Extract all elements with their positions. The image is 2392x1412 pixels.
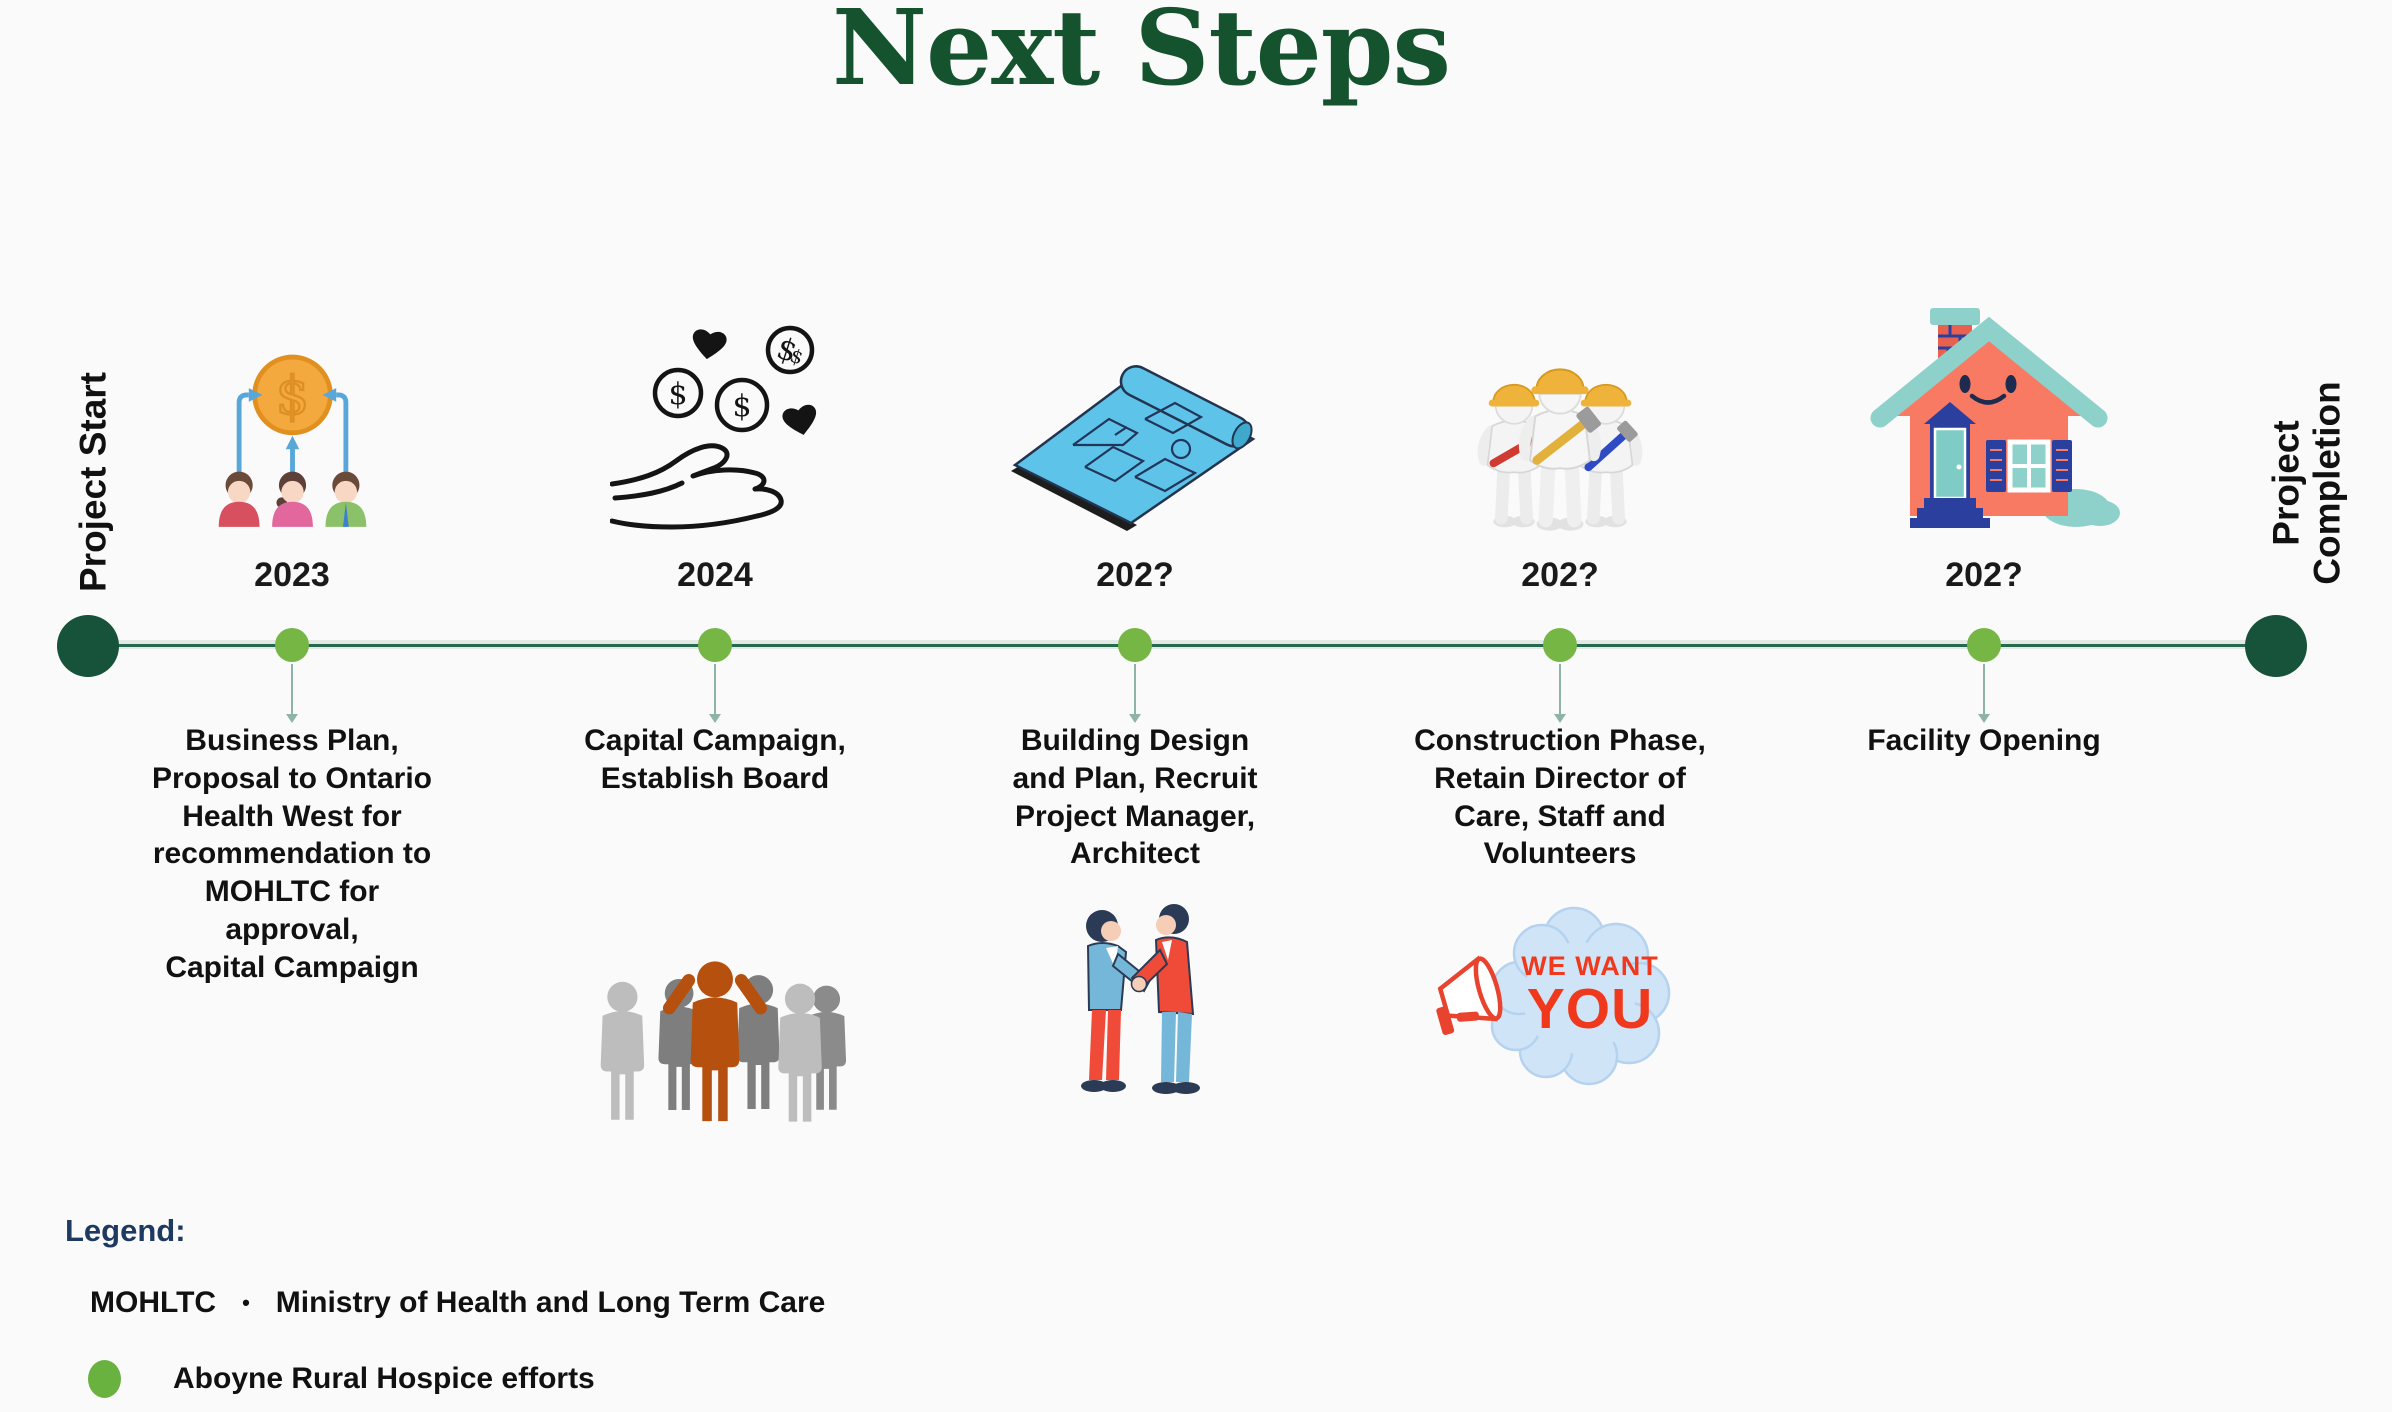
year-label: 2023 — [254, 556, 330, 594]
milestone-icon-box — [975, 292, 1295, 532]
blueprint-icon — [1011, 365, 1256, 531]
legend-entry-mohltc: MOHLTC • Ministry of Health and Long Ter… — [90, 1286, 825, 1320]
bullet-separator: • — [242, 1290, 250, 1315]
year-label: 202? — [1945, 556, 2023, 594]
team-silhouettes-illustration — [565, 910, 865, 1137]
milestone-dot-construction — [1543, 628, 1577, 662]
svg-text:$: $ — [668, 377, 687, 412]
project-completion-label: Project Completion — [2265, 381, 2348, 585]
timeline-start-node — [57, 615, 119, 677]
milestone-icon-box — [1824, 292, 2144, 532]
project-start-label: Project Start — [72, 371, 114, 593]
arrow-down-icon — [286, 664, 298, 723]
funding-icon: $ — [218, 354, 366, 527]
svg-text:$: $ — [732, 389, 751, 424]
donation-hand-icon: $ $ $ $ — [610, 325, 817, 530]
handshake-illustration — [1068, 898, 1213, 1115]
timeline-end-node — [2245, 615, 2307, 677]
milestone-description: Business Plan, Proposal to Ontario Healt… — [151, 724, 433, 984]
milestone-dot-design — [1118, 628, 1152, 662]
arrow-down-icon — [1129, 664, 1141, 723]
arrow-down-icon — [709, 664, 721, 723]
milestone-description: Construction Phase, Retain Director of C… — [1414, 724, 1706, 871]
arrow-down-icon — [1978, 664, 1990, 723]
milestone-description: Capital Campaign, Establish Board — [584, 724, 846, 795]
milestone-icon-box — [1400, 292, 1720, 532]
legend-title: Legend: — [65, 1213, 186, 1248]
timeline-line — [88, 644, 2276, 647]
milestone-dot-2024 — [698, 628, 732, 662]
milestone-dot-opening — [1967, 628, 2001, 662]
milestone-icon-box: $ $ $ $ — [555, 292, 875, 532]
year-label: 202? — [1096, 556, 1174, 594]
callout-text: WE WANT YOU — [1510, 951, 1670, 1041]
green-dot-marker — [88, 1360, 121, 1398]
legend-term: MOHLTC — [90, 1286, 217, 1319]
year-label: 2024 — [677, 556, 753, 594]
legend-entry-efforts: Aboyne Rural Hospice efforts — [88, 1360, 595, 1398]
milestone-icon-box: $ — [132, 292, 452, 532]
megaphone-icon — [1436, 906, 1671, 1086]
page-title: Next Steps — [831, 0, 1451, 109]
legend-marker-label: Aboyne Rural Hospice efforts — [173, 1362, 595, 1395]
callout-line2: YOU — [1526, 977, 1654, 1041]
legend-definition: Ministry of Health and Long Term Care — [275, 1286, 826, 1319]
recruitment-callout: WE WANT YOU — [1424, 893, 1682, 1091]
milestone-dot-2023 — [275, 628, 309, 662]
house-icon — [1870, 308, 2120, 528]
year-label: 202? — [1521, 556, 1599, 594]
svg-text:$: $ — [275, 365, 308, 426]
construction-workers-icon — [1477, 368, 1643, 531]
callout-line1: WE WANT — [1521, 951, 1659, 981]
arrow-down-icon — [1554, 664, 1566, 723]
milestone-description: Facility Opening — [1867, 724, 2101, 757]
milestone-description: Building Design and Plan, Recruit Projec… — [1012, 724, 1258, 871]
